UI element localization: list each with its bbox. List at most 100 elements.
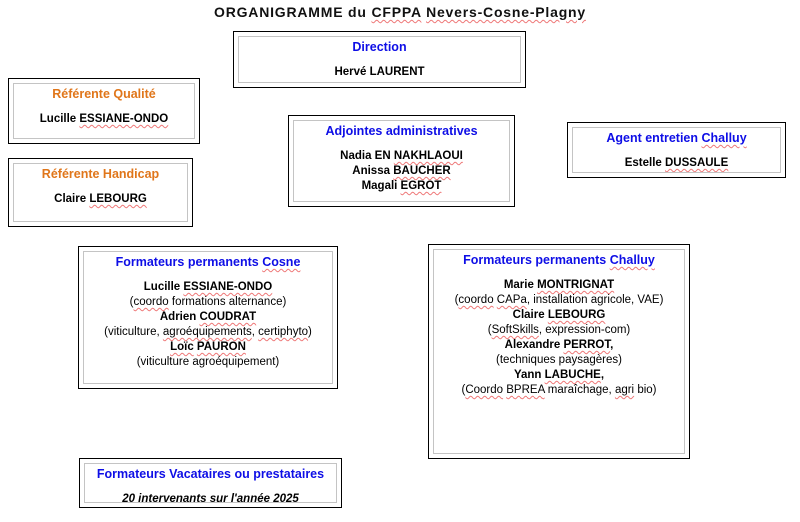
org-box-formateurs-challuy: Formateurs permanents Challuy Marie MONT… bbox=[428, 244, 690, 459]
text-part: ORGANIGRAMME du bbox=[214, 4, 372, 20]
misspelled-word: agri bbox=[614, 384, 635, 396]
box-line: (viticulture agroéquipement) bbox=[84, 355, 332, 370]
box-inner: Référente Qualité Lucille ESSIANE-ONDO bbox=[13, 83, 195, 139]
misspelled-word: NAKHLAOUI bbox=[393, 150, 463, 162]
box-heading-formateurs-vacataires: Formateurs Vacataires ou prestataires bbox=[85, 464, 336, 481]
text-part: Estelle bbox=[624, 157, 665, 169]
misspelled-word: Nevers-Cosne-Plagny bbox=[426, 4, 586, 20]
text-part: , bbox=[251, 326, 259, 338]
box-line: Alexandre PERROT, bbox=[434, 338, 684, 353]
text-part: Hervé LAURENT bbox=[334, 66, 425, 78]
misspelled-word: ESSIANE-ONDO bbox=[183, 281, 273, 293]
text-part: Magali bbox=[361, 180, 401, 192]
text-part: formations alternance) bbox=[168, 296, 287, 308]
box-heading-referente-handicap: Référente Handicap bbox=[14, 164, 187, 181]
box-inner: Agent entretien Challuy Estelle DUSSAULE bbox=[572, 127, 781, 173]
misspelled-word: coordo bbox=[133, 296, 169, 308]
misspelled-word: MONTRIGNAT bbox=[537, 279, 615, 291]
misspelled-word: EGROT bbox=[400, 180, 442, 192]
box-line: (viticulture, agroéquipements, certiphyt… bbox=[84, 325, 332, 340]
box-line: Lucille ESSIANE-ONDO bbox=[14, 112, 194, 127]
text-part: , bbox=[610, 339, 614, 351]
page-title: ORGANIGRAMME du CFPPA Nevers-Cosne-Plagn… bbox=[0, 4, 800, 20]
misspelled-word: BPREA bbox=[506, 384, 545, 396]
box-inner: Référente Handicap Claire LEBOURG bbox=[13, 163, 188, 222]
box-line: (SoftSkills, expression-com) bbox=[434, 323, 684, 338]
misspelled-word: BAUCHER bbox=[393, 165, 451, 177]
org-box-direction: Direction Hervé LAURENT bbox=[233, 31, 526, 88]
box-line: Claire LEBOURG bbox=[434, 308, 684, 323]
text-part: Formateurs permanents bbox=[115, 255, 263, 269]
text-part: (viticulture agroéquipement) bbox=[136, 356, 280, 368]
text-part: Agent entretien bbox=[606, 131, 702, 145]
box-body-agent-entretien-challuy: Estelle DUSSAULE bbox=[573, 156, 780, 171]
org-box-referente-qualite: Référente Qualité Lucille ESSIANE-ONDO bbox=[8, 78, 200, 144]
box-heading-adjointes-administratives: Adjointes administratives bbox=[294, 121, 509, 138]
misspelled-word: agroéquipements bbox=[162, 326, 252, 338]
box-inner: Adjointes administratives Nadia EN NAKHL… bbox=[293, 120, 510, 202]
box-line: Marie MONTRIGNAT bbox=[434, 278, 684, 293]
text-part: Formateurs Vacataires ou prestataires bbox=[96, 467, 325, 481]
text-part: Référente Qualité bbox=[52, 87, 156, 101]
misspelled-word: Challuy bbox=[609, 253, 655, 267]
text-part: , expression-com) bbox=[538, 324, 631, 336]
box-heading-agent-entretien-challuy: Agent entretien Challuy bbox=[573, 128, 780, 145]
box-heading-direction: Direction bbox=[239, 37, 520, 54]
box-line: Anissa BAUCHER bbox=[294, 164, 509, 179]
misspelled-word: certiphyto bbox=[258, 326, 309, 338]
box-line: 20 intervenants sur l'année 2025 bbox=[85, 492, 336, 503]
box-line: Yann LABUCHE, bbox=[434, 368, 684, 383]
misspelled-word: SoftSkills bbox=[491, 324, 539, 336]
box-line: Loïc PAURON bbox=[84, 340, 332, 355]
box-line: (coordo formations alternance) bbox=[84, 295, 332, 310]
text-part: Alexandre bbox=[504, 339, 564, 351]
text-part: Lucille bbox=[39, 113, 80, 125]
text-part: Direction bbox=[352, 40, 407, 54]
text-part: Lucille bbox=[143, 281, 184, 293]
misspelled-word: PERROT bbox=[563, 339, 611, 351]
box-line: Adrien COUDRAT bbox=[84, 310, 332, 325]
box-inner: Direction Hervé LAURENT bbox=[238, 36, 521, 83]
text-part: Marie bbox=[503, 279, 538, 291]
misspelled-word: CFPPA bbox=[371, 4, 422, 20]
misspelled-word: Cosne bbox=[262, 255, 301, 269]
text-part: Yann bbox=[513, 369, 545, 381]
misspelled-word: Challuy bbox=[701, 131, 747, 145]
misspelled-word: LEBOURG bbox=[89, 193, 147, 205]
text-part: , bbox=[600, 369, 605, 381]
box-line: (techniques paysagères) bbox=[434, 353, 684, 368]
text-part: , installation agricole, VAE) bbox=[526, 294, 664, 306]
text-part: Nadia EN bbox=[340, 150, 394, 162]
box-line: (coordo CAPa, installation agricole, VAE… bbox=[434, 293, 684, 308]
text-part: 20 intervenants sur l'année 2025 bbox=[122, 493, 299, 503]
misspelled-word: CAPa bbox=[496, 294, 527, 306]
box-body-formateurs-challuy: Marie MONTRIGNAT(coordo CAPa, installati… bbox=[434, 278, 684, 398]
misspelled-word: COUDRAT bbox=[199, 311, 257, 323]
box-line: (Coordo BPREA maraîchage, agri bio) bbox=[434, 383, 684, 398]
box-body-formateurs-cosne: Lucille ESSIANE-ONDO(coordo formations a… bbox=[84, 280, 332, 370]
misspelled-word: Coordo bbox=[465, 384, 504, 396]
org-box-referente-handicap: Référente Handicap Claire LEBOURG bbox=[8, 158, 193, 227]
box-line: Magali EGROT bbox=[294, 179, 509, 194]
box-line: Lucille ESSIANE-ONDO bbox=[84, 280, 332, 295]
box-body-referente-qualite: Lucille ESSIANE-ONDO bbox=[14, 112, 194, 127]
text-part: ) bbox=[308, 326, 312, 338]
text-part: Claire bbox=[54, 193, 90, 205]
text-part: maraîchage, bbox=[544, 384, 615, 396]
text-part: Formateurs permanents bbox=[463, 253, 610, 267]
box-inner: Formateurs Vacataires ou prestataires 20… bbox=[84, 463, 337, 503]
text-part: ( bbox=[461, 384, 466, 396]
text-part: Adjointes administratives bbox=[325, 124, 478, 138]
box-line: Hervé LAURENT bbox=[239, 65, 520, 80]
text-part: Référente Handicap bbox=[41, 167, 160, 181]
org-box-formateurs-vacataires: Formateurs Vacataires ou prestataires 20… bbox=[79, 458, 342, 508]
text-part: ( bbox=[454, 294, 459, 306]
misspelled-word: Loïc bbox=[170, 341, 194, 353]
box-inner: Formateurs permanents Challuy Marie MONT… bbox=[433, 249, 685, 454]
box-body-formateurs-vacataires: 20 intervenants sur l'année 2025 bbox=[85, 492, 336, 503]
org-box-formateurs-cosne: Formateurs permanents Cosne Lucille ESSI… bbox=[78, 246, 338, 389]
misspelled-word: LABUCHE bbox=[544, 369, 601, 381]
text-part: ( bbox=[487, 324, 492, 336]
box-heading-formateurs-cosne: Formateurs permanents Cosne bbox=[84, 252, 332, 269]
box-line: Estelle DUSSAULE bbox=[573, 156, 780, 171]
